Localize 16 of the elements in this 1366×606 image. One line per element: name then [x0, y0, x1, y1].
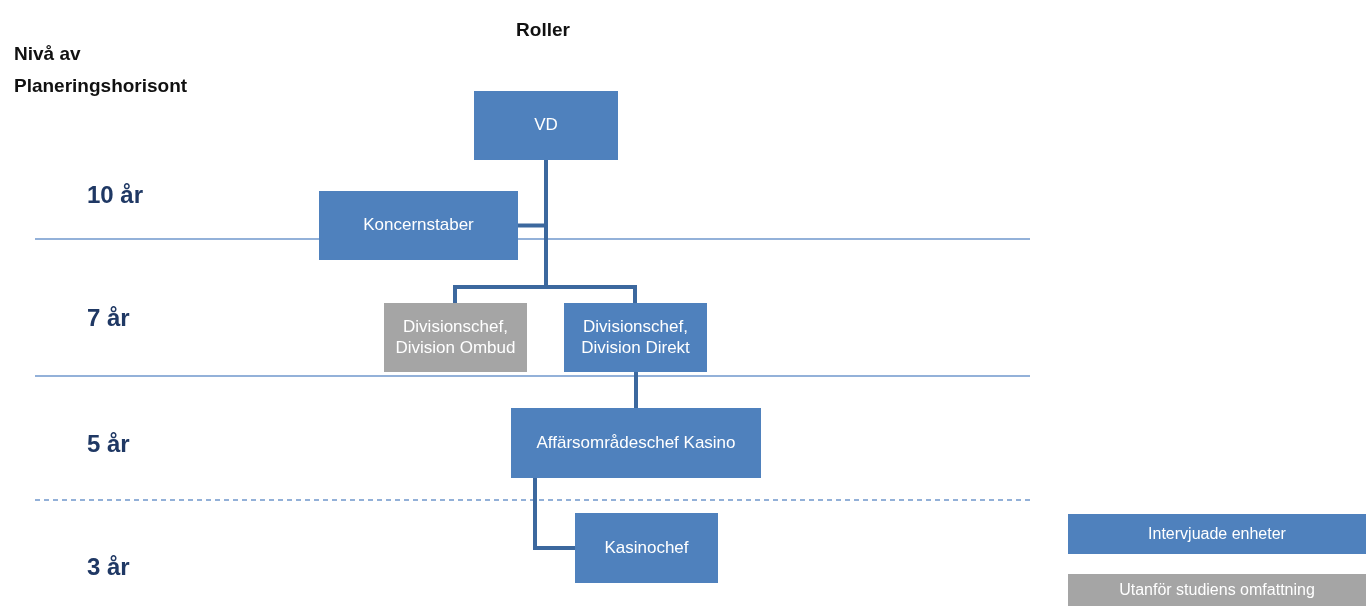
level-label: 5 år — [87, 429, 130, 459]
legend-item: Utanför studiens omfattning — [1068, 574, 1366, 606]
role-box: Koncernstaber — [319, 191, 518, 260]
axis-heading: Nivå av Planeringshorisont — [14, 42, 189, 99]
role-box: Divisionschef, Division Direkt — [564, 303, 707, 372]
role-box: VD — [474, 91, 618, 160]
legend-item: Intervjuade enheter — [1068, 514, 1366, 554]
connector-line — [533, 478, 575, 550]
column-heading: Roller — [516, 18, 570, 42]
level-label: 10 år — [87, 180, 144, 210]
connector-line — [634, 372, 638, 408]
role-box: Divisionschef, Division Ombud — [384, 303, 527, 372]
level-label: 3 år — [87, 552, 130, 582]
role-box: Kasinochef — [575, 513, 718, 583]
role-box: Affärsområdeschef Kasino — [511, 408, 761, 478]
level-label: 7 år — [87, 303, 130, 333]
